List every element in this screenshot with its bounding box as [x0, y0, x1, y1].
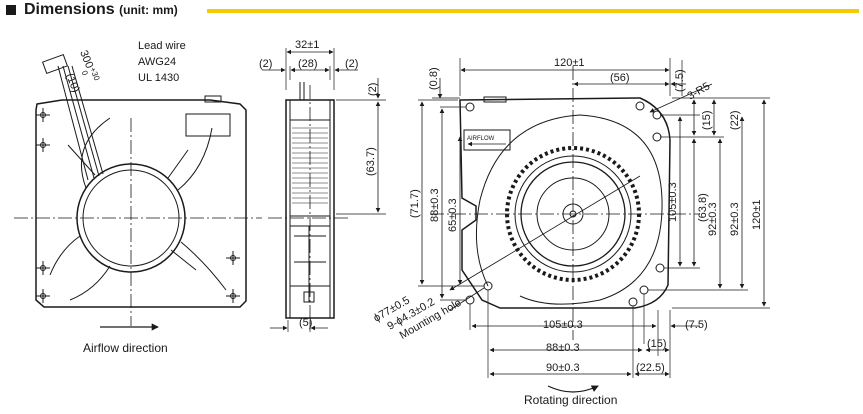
top-hole-br2: [628, 297, 638, 307]
top-edge-label: (0.8): [428, 67, 440, 90]
side-left-flange-label: (2): [259, 58, 272, 70]
top-airflow-text: AIRFLOW: [467, 136, 495, 142]
top-hole-t2: [635, 101, 645, 111]
lead-wire-label: Lead wire: [138, 40, 186, 52]
top-height-right-label: 120±1: [751, 199, 763, 230]
top-hole-mr: [652, 132, 662, 142]
top-bottom-22-5-label: (22.5): [636, 362, 665, 374]
front-lead-wire-1: [57, 65, 89, 181]
front-view: [14, 53, 262, 331]
top-pitch-92-v2-label: 92±0.3: [729, 202, 741, 236]
front-hub-inner: [82, 169, 180, 267]
top-right-15-label: (15): [701, 110, 713, 130]
top-rotation-arrow: [547, 385, 599, 393]
top-corner-radius-label: 3-R5: [686, 80, 713, 102]
lead-strip-length: (10): [63, 72, 81, 95]
front-blade-1: [80, 117, 111, 189]
side-top-offset-label: (2): [367, 83, 379, 96]
section-header: Dimensions (unit: mm): [0, 0, 863, 24]
front-lead-wire-2: [62, 65, 95, 179]
side-bottom-label: (5): [299, 317, 312, 329]
top-rotation-caption: Rotating direction: [524, 393, 617, 407]
front-airflow-caption: Airflow direction: [83, 341, 168, 355]
side-depth-label: 32±1: [295, 39, 319, 51]
front-hub-outer: [76, 163, 186, 273]
header-title-text: Dimensions: [24, 1, 115, 18]
side-view: [262, 48, 386, 332]
top-connector: [483, 96, 507, 103]
header-marker: [6, 5, 16, 15]
front-label-plate: [185, 113, 231, 137]
top-scroll: [475, 114, 663, 305]
side-body-depth-label: (28): [298, 58, 318, 70]
front-blade-4: [69, 265, 111, 301]
lead-tol-plus: +30: [88, 66, 102, 82]
front-frame: [35, 99, 247, 308]
top-hole-tl: [465, 102, 475, 112]
lead-wire-standard: UL 1430: [138, 72, 179, 84]
top-height-left-label: (71.7): [409, 189, 421, 218]
top-pitch-92-v-label: 92±0.3: [707, 202, 719, 236]
lead-tol-minus: 0: [80, 69, 90, 77]
top-hole-r1: [655, 263, 665, 273]
top-center-offset-label: (56): [610, 72, 630, 84]
front-blade-2: [177, 127, 213, 191]
top-right-63-8-label: (63.8): [697, 193, 709, 222]
top-airflow-plate: [463, 129, 511, 151]
front-connector-tab: [204, 95, 222, 103]
top-hole-leader: [449, 287, 485, 311]
side-texts: 32±1 (28) (2) (2) (2) (63.7) (5): [259, 39, 379, 329]
top-hole-br: [639, 285, 649, 295]
front-wire-ends: [41, 53, 69, 75]
top-pitch-90-h-label: 90±0.3: [546, 362, 580, 374]
top-texts: 120±1 (56) (7.5) 3-R5 (0.8) (71.7) 88±0.…: [372, 57, 764, 407]
front-spoke-3: [170, 249, 197, 271]
header-unit: (unit: mm): [119, 3, 178, 17]
top-corner-offset-label: (7.5): [674, 69, 686, 92]
header-title: Dimensions (unit: mm): [24, 1, 178, 19]
front-blade-5: [49, 235, 81, 276]
front-spoke-2: [167, 149, 189, 179]
front-spoke-1: [67, 144, 96, 176]
front-blade-3: [180, 241, 227, 291]
top-pitch-105-h-label: 105±0.3: [543, 319, 583, 331]
side-right-flange-label: (2): [345, 58, 358, 70]
top-impeller-leader: [449, 175, 641, 291]
top-view: [418, 58, 770, 393]
top-bottom-15-label: (15): [647, 338, 667, 350]
top-pitch-88-h-label: 88±0.3: [546, 342, 580, 354]
top-pitch-88-v-label: 88±0.3: [429, 188, 441, 222]
front-lead-wire-3: [67, 65, 100, 177]
top-right-7-5-label: (7.5): [685, 319, 708, 331]
top-pitch-105-v-label: 105±0.3: [667, 182, 679, 222]
top-pitch-65-v-label: 65±0.3: [447, 198, 459, 232]
top-width-label: 120±1: [554, 57, 585, 69]
top-hole-tr: [652, 110, 662, 120]
header-accent-rule: [207, 9, 859, 13]
lead-wire-gauge: AWG24: [138, 56, 176, 68]
side-height-label: (63.7): [365, 147, 377, 176]
front-lead-wire-4: [71, 65, 104, 175]
top-right-22-label: (22): [729, 110, 741, 130]
